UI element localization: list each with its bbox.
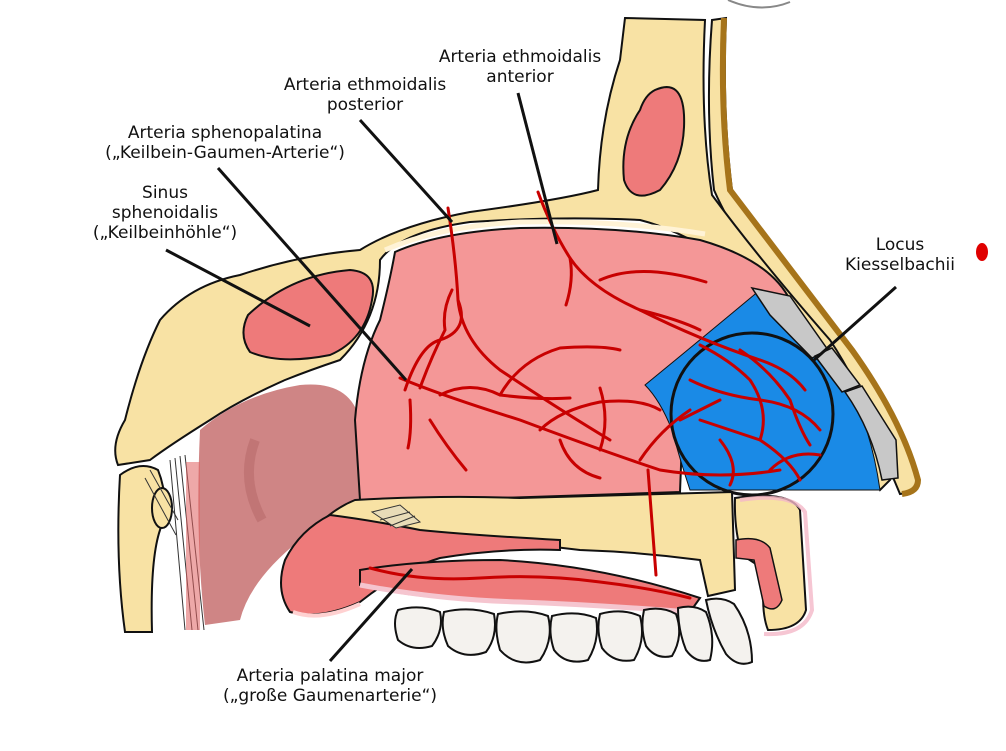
label-line: Locus: [875, 235, 925, 255]
red-marker-dot: [976, 243, 988, 261]
label-line: sphenoidalis: [111, 203, 219, 223]
label-line: („große Gaumenarterie“): [222, 686, 438, 706]
artery-sphenopalatina-branch-5: [428, 418, 468, 472]
frontal-sinus: [622, 86, 686, 197]
artery-sphenopalatina-branch-9: [558, 438, 602, 480]
leader-locus-kiesselbachii: [812, 285, 897, 363]
label-line: Arteria sphenopalatina: [127, 123, 323, 143]
top-fragment: [727, 0, 791, 9]
label-line: Arteria palatina major: [236, 666, 424, 686]
label-line: Sinus: [142, 183, 188, 203]
label-locus-kiesselbachii: Locus Kiesselbachii: [820, 235, 980, 275]
tooth-4: [549, 612, 598, 663]
label-line: Kiesselbachii: [844, 255, 955, 275]
artery-sphenopalatina: [398, 376, 782, 477]
artery-palatina-major: [368, 566, 692, 600]
fiber-1: [169, 459, 186, 631]
label-line: posterior: [326, 95, 404, 115]
leader-lines: [165, 92, 897, 662]
artery-sphenopalatina-branch-4: [406, 398, 413, 450]
tooth-5: [597, 610, 643, 662]
tooth-6: [641, 607, 681, 658]
leader-ethmoidalis-posterior: [358, 118, 454, 224]
tooth-1: [394, 606, 442, 649]
plexus-branch-1: [698, 343, 765, 442]
tooth-3: [495, 610, 551, 664]
label-sinus-sphenoidalis: Sinus sphenoidalis („Keilbeinhöhle“): [65, 183, 265, 243]
artery-ethmoidalis-posterior: [446, 206, 612, 442]
upper-lip-glow: [739, 495, 815, 637]
artery-descending-palatine: [646, 468, 658, 577]
pharynx-fold: [243, 438, 267, 523]
leader-sinus-sphenoidalis: [165, 248, 311, 328]
septum-border: [384, 219, 706, 253]
tooth-7: [676, 605, 714, 662]
artery-sphenopalatina-branch-3: [498, 345, 622, 397]
locus-kiesselbachii-circle: [669, 331, 835, 497]
plexus-branch-4: [738, 348, 812, 447]
label-line: Arteria ethmoidalis: [438, 47, 602, 67]
artery-ethmoidalis-anterior-branch-3: [638, 308, 702, 332]
leader-sphenopalatina: [216, 167, 408, 381]
label-line: Arteria ethmoidalis: [283, 75, 447, 95]
pharyngeal-muscle-red: [186, 462, 200, 630]
artery-sphenopalatina-branch-7: [598, 386, 607, 452]
tooth-8: [704, 597, 754, 665]
fiber-6: [144, 477, 177, 536]
artery-sphenopalatina-branch-1: [418, 288, 454, 390]
pharynx: [198, 384, 360, 625]
lip-vestibule: [735, 537, 783, 610]
palate-fibers: [370, 504, 422, 529]
soft-palate-glow: [292, 602, 361, 618]
artery-sphenopalatina-branch-8: [638, 408, 692, 462]
plexus-branch-8: [678, 398, 722, 422]
fiber-5: [149, 469, 179, 521]
label-arteria-ethmoidalis-anterior: Arteria ethmoidalis anterior: [410, 47, 630, 87]
gum-lining: [359, 582, 691, 615]
leader-palatina-major: [328, 568, 414, 662]
plexus-branch-7: [758, 358, 807, 392]
label-line: („Keilbeinhöhle“): [92, 223, 238, 243]
leader-ethmoidalis-anterior: [516, 92, 559, 245]
label-arteria-sphenopalatina: Arteria sphenopalatina („Keilbein-Gaumen…: [65, 123, 385, 163]
plexus-branch-6: [768, 452, 822, 472]
cartilage-lower: [843, 385, 899, 481]
teeth: [394, 597, 754, 665]
nose-skin-edge: [719, 17, 922, 497]
plexus-branch-5: [718, 438, 735, 487]
plexus-branch-2: [688, 378, 822, 432]
label-arteria-ethmoidalis-posterior: Arteria ethmoidalis posterior: [255, 75, 475, 115]
label-arteria-palatina-major: Arteria palatina major („große Gaumenart…: [180, 666, 480, 706]
plexus-branch-3: [698, 418, 802, 482]
artery-ethmoidalis-anterior-branch-1: [564, 256, 573, 307]
label-line: anterior: [486, 67, 554, 87]
tooth-2: [441, 608, 496, 656]
label-line: („Keilbein-Gaumen-Arterie“): [105, 143, 345, 163]
artery-ethmoidalis-anterior-branch-2: [598, 269, 708, 284]
artery-sphenopalatina-branch-6: [538, 399, 662, 432]
